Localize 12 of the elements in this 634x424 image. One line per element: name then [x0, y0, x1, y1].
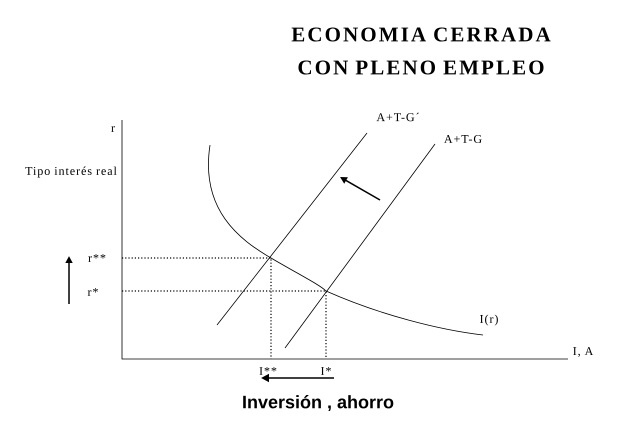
- value-label: r**: [88, 254, 106, 262]
- curve-label: A+T-G´: [376, 112, 419, 122]
- curve-label: I(r): [480, 314, 498, 326]
- axis-label: Tipo interés real: [25, 166, 117, 178]
- caption: Inversión , ahorro: [243, 395, 394, 411]
- title: ECONOMIA CERRADA CON PLENO EMPLEO: [292, 27, 551, 75]
- value-label: r*: [88, 288, 98, 296]
- curve-label: A+T-G: [444, 134, 482, 144]
- axis-label: r: [111, 126, 115, 132]
- value-label: I**: [259, 367, 276, 375]
- axis-label: I, A: [573, 347, 594, 357]
- value-label: I*: [320, 367, 331, 375]
